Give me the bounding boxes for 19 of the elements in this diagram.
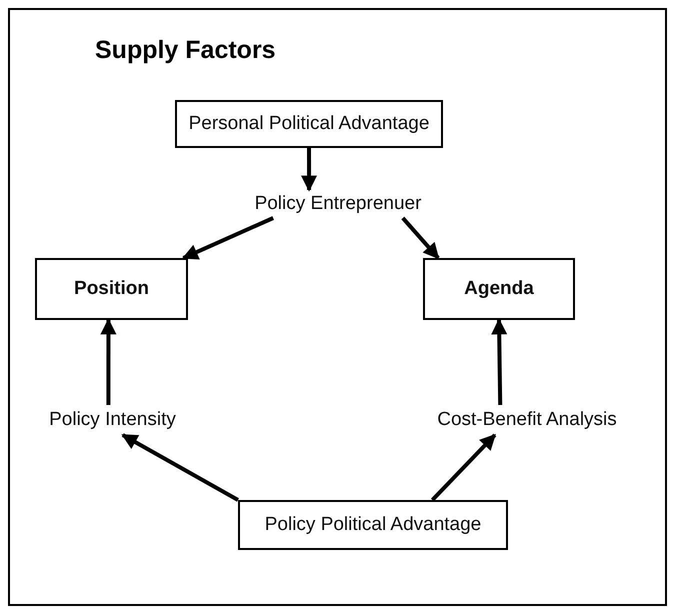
node-label: Policy Intensity	[49, 409, 176, 431]
arrow	[121, 433, 239, 502]
process-box	[238, 500, 508, 550]
arrow	[182, 216, 274, 260]
process-box	[35, 258, 188, 320]
diagram-title: Supply Factors	[95, 36, 276, 65]
arrow	[401, 216, 440, 260]
box-label: Agenda	[464, 278, 534, 300]
box-label: Policy Political Advantage	[264, 514, 482, 536]
process-box	[175, 100, 443, 148]
box-label: Position	[74, 278, 149, 300]
node-label: Cost-Benefit Analysis	[437, 409, 617, 431]
process-box	[423, 258, 575, 320]
node-label: Policy Entreprenuer	[254, 193, 422, 215]
arrow	[491, 318, 508, 406]
arrow	[430, 434, 496, 502]
box-label: Personal Political Advantage	[188, 113, 430, 135]
arrow	[100, 318, 116, 405]
arrow	[301, 148, 318, 192]
